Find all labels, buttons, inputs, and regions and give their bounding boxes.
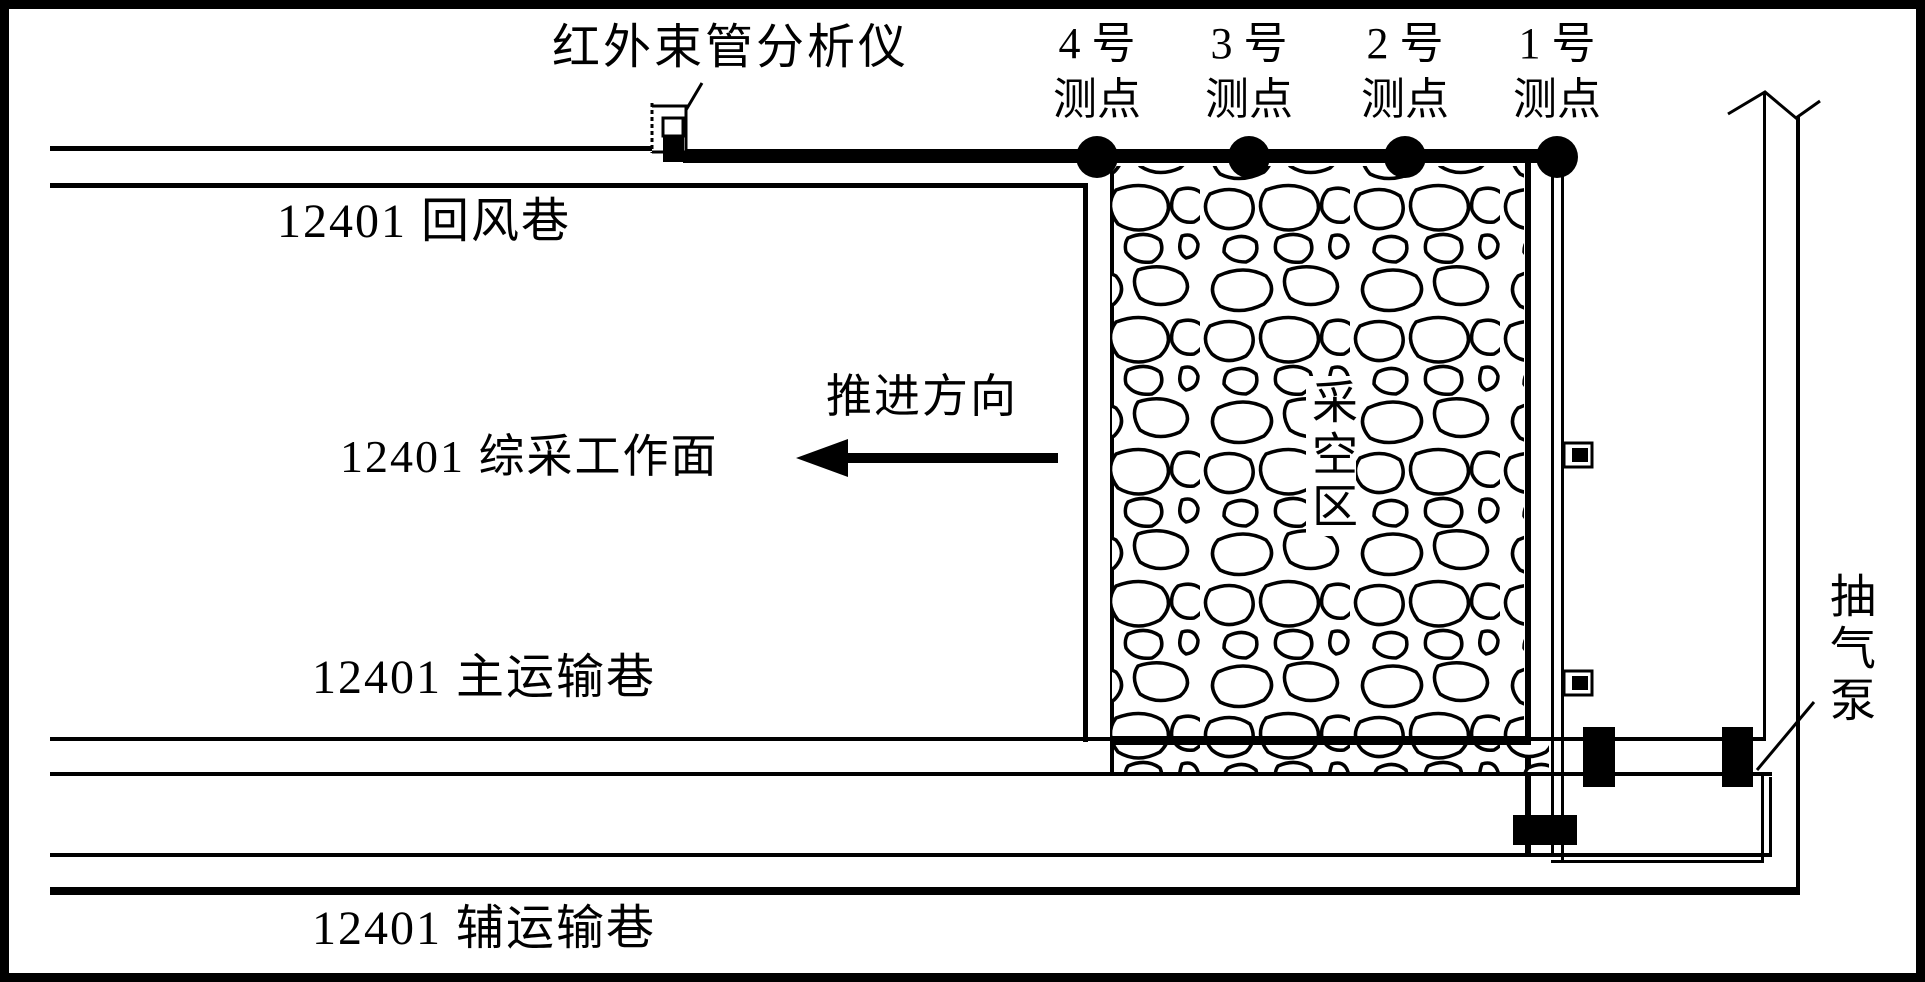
measure-point-4-number: 4 号: [1058, 19, 1136, 68]
advance-direction-label: 推进方向: [826, 371, 1018, 422]
measure-point-1-dot: [1536, 136, 1578, 178]
aux-transport-label: 12401 辅运输巷: [312, 902, 657, 955]
main-road-lower-line: [50, 772, 1772, 776]
measure-point-3-label: 3 号 测点: [1184, 16, 1314, 128]
measure-point-2-text: 测点: [1361, 75, 1449, 124]
riser-pipe-left-line: [1763, 92, 1766, 738]
analyzer-device-icon: [650, 103, 688, 162]
return-airway-bottom-line: [50, 183, 1088, 188]
drain-pipe-left-line: [1551, 163, 1554, 855]
beam-tube-line: [683, 149, 1565, 163]
main-road-upper-line: [50, 737, 1766, 741]
main-transport-label: 12401 主运输巷: [312, 651, 657, 704]
measure-point-4-dot: [1076, 136, 1118, 178]
measure-point-1-label: 1 号 测点: [1492, 16, 1622, 128]
goaf-label: 采空区: [1306, 376, 1357, 536]
measure-point-2-label: 2 号 测点: [1340, 16, 1470, 128]
measure-point-2-number: 2 号: [1366, 19, 1444, 68]
return-airway-top-line: [50, 146, 652, 151]
measure-point-4-label: 4 号 测点: [1032, 16, 1162, 128]
return-airway-label: 12401 回风巷: [277, 195, 572, 248]
measure-point-4-text: 测点: [1053, 75, 1141, 124]
analyzer-label: 红外束管分析仪: [552, 21, 910, 74]
pipe-loop-right-outer: [1769, 777, 1772, 857]
measure-point-3-dot: [1228, 136, 1270, 178]
working-face-label: 12401 综采工作面: [340, 431, 719, 482]
measure-point-3-number: 3 号: [1210, 19, 1288, 68]
goaf-rubble-band: [1112, 745, 1549, 772]
pump-label: 抽气泵: [1824, 572, 1875, 728]
extraction-pump-left: [1583, 727, 1615, 787]
aux-road-upper-line: [50, 853, 1772, 857]
tube-inlet-connector-upper: [1562, 441, 1594, 469]
extraction-pump-horizontal: [1513, 815, 1577, 845]
measure-point-1-text: 测点: [1513, 75, 1601, 124]
working-face-wall-line: [1083, 183, 1088, 742]
goaf-right-thick-line: [1525, 163, 1531, 857]
measure-point-3-text: 测点: [1205, 75, 1293, 124]
measure-point-2-dot: [1384, 136, 1426, 178]
pipe-break-symbol: [1727, 90, 1821, 120]
pipe-loop-bottom-line: [1551, 860, 1764, 863]
drain-pipe-right-line: [1561, 163, 1564, 860]
extraction-pump-right: [1722, 727, 1753, 787]
pipe-loop-right-inner: [1761, 776, 1764, 863]
tube-inlet-connector-lower: [1562, 669, 1594, 697]
advance-direction-arrow: [796, 439, 1058, 477]
aux-road-thick-line: [50, 887, 1800, 895]
analyzer-leader-line: [684, 82, 704, 111]
riser-pipe-right-line: [1796, 117, 1800, 890]
pump-leader-line: [1755, 701, 1816, 771]
measure-point-1-number: 1 号: [1518, 19, 1596, 68]
